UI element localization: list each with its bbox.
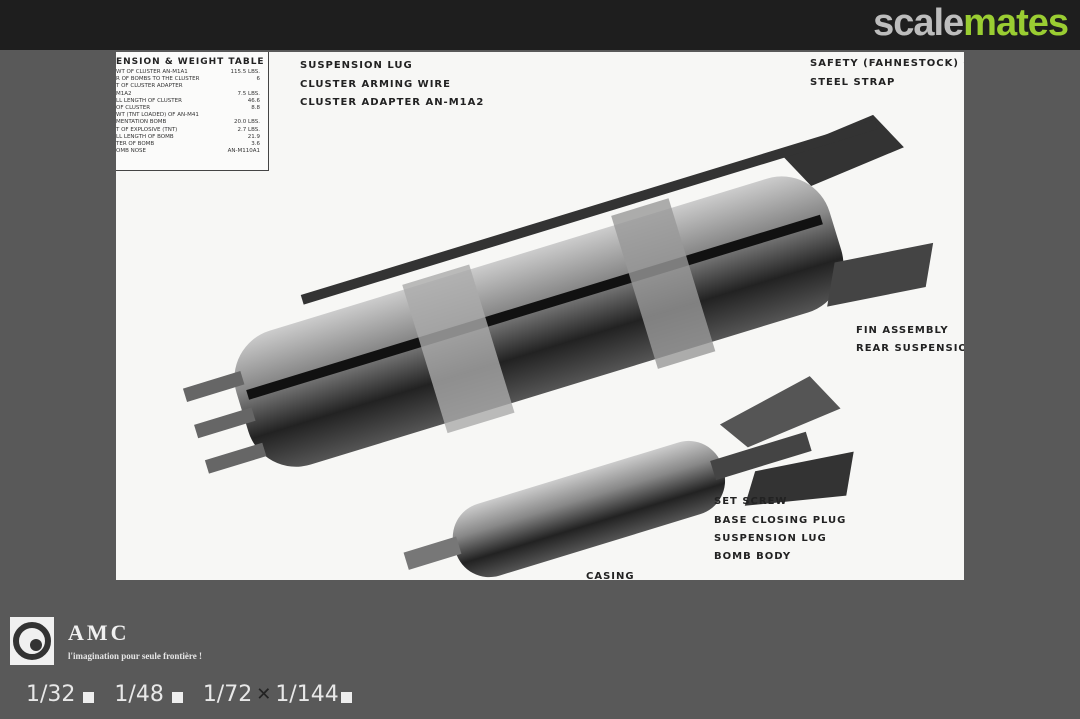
label-safety-clip: SAFETY (FAHNESTOCK) CLIP: [810, 58, 964, 69]
label-suspension-lug: SUSPENSION LUG: [300, 60, 413, 71]
table-row: LL LENGTH OF BOMB 21.9: [116, 134, 268, 141]
table-row: OF CLUSTER 8.8: [116, 105, 268, 112]
table-title: ENSION & WEIGHT TABLE: [116, 57, 265, 67]
table-row: T OF EXPLOSIVE (TNT) 2.7 LBS.: [116, 127, 268, 134]
dimension-weight-table: ENSION & WEIGHT TABLE WT OF CLUSTER AN-M…: [116, 52, 269, 171]
row-value: 3.6: [251, 140, 260, 147]
bomb-cluster-illustration: [182, 114, 934, 578]
row-value: 21.9: [247, 133, 260, 140]
row-value: 6: [256, 76, 261, 83]
row-label: TER OF BOMB: [116, 140, 155, 147]
row-label: T OF EXPLOSIVE (TNT): [116, 126, 178, 133]
table-row: WT (TNT LOADED) OF AN-M41: [116, 112, 268, 119]
scale-1-32[interactable]: 1/32: [26, 682, 95, 707]
label-casing: CASING: [586, 571, 635, 580]
scale-list: 1/32 1/48 1/72✕ 1/144: [26, 682, 372, 707]
top-bar: scalemates: [0, 0, 1080, 50]
label-set-screw: SET SCREW: [714, 496, 788, 507]
row-label: LL LENGTH OF CLUSTER: [116, 97, 182, 104]
label-cluster-adapter: CLUSTER ADAPTER AN-M1A2: [300, 97, 485, 108]
row-value: AN-M110A1: [227, 148, 260, 155]
row-value: 115.5 LBS.: [230, 69, 260, 75]
label-fin-assembly: FIN ASSEMBLY: [856, 325, 949, 336]
checkbox-icon: [83, 692, 95, 703]
table-row: TER OF BOMB 3.6: [116, 141, 268, 148]
label-base-closing-plug: BASE CLOSING PLUG: [714, 515, 847, 526]
row-label: WT OF CLUSTER AN-M1A1: [116, 69, 188, 75]
row-label: OMB NOSE: [116, 148, 147, 155]
table-row: T OF CLUSTER ADAPTER: [116, 83, 268, 90]
scale-1-48[interactable]: 1/48: [114, 682, 183, 707]
table-row: OMB NOSE AN-M110A1: [116, 148, 268, 155]
scalemates-logo[interactable]: scalemates: [873, 2, 1069, 44]
label-suspension-lug-bomb: SUSPENSION LUG: [714, 533, 827, 544]
row-label: OF CLUSTER: [116, 104, 151, 111]
row-label: T OF CLUSTER ADAPTER: [116, 83, 183, 90]
label-steel-strap: STEEL STRAP: [810, 77, 896, 88]
row-label: R OF BOMBS TO THE CLUSTER: [116, 76, 200, 83]
brand-tagline: l'imagination pour seule frontière !: [68, 651, 202, 661]
row-label: M1A2: [116, 90, 132, 97]
row-value: 7.5 LBS.: [237, 90, 260, 97]
amc-logo-icon: [10, 617, 54, 665]
row-label: WT (TNT LOADED) OF AN-M41: [116, 112, 199, 119]
table-row: WT OF CLUSTER AN-M1A1 115.5 LBS.: [116, 69, 268, 76]
row-value: 8.8: [251, 104, 260, 111]
row-label: MENTATION BOMB: [116, 119, 167, 126]
table-row: M1A2 7.5 LBS.: [116, 91, 268, 98]
label-cluster-arming-wire: CLUSTER ARMING WIRE: [300, 79, 451, 90]
checkbox-icon: [171, 692, 183, 703]
table-row: MENTATION BOMB 20.0 LBS.: [116, 119, 268, 126]
row-value: 20.0 LBS.: [234, 119, 260, 126]
label-rear-suspension: REAR SUSPENSION: [856, 343, 964, 354]
brand-name: AMC: [68, 620, 130, 645]
scale-1-72[interactable]: 1/72✕: [202, 682, 272, 707]
checkbox-icon: [340, 692, 352, 703]
scale-1-144[interactable]: 1/144: [275, 682, 352, 707]
row-value: 46.6: [247, 97, 260, 104]
row-value: 2.7 LBS.: [237, 126, 260, 133]
row-label: LL LENGTH OF BOMB: [116, 133, 174, 140]
product-image: ENSION & WEIGHT TABLE WT OF CLUSTER AN-M…: [116, 52, 964, 580]
label-bomb-body: BOMB BODY: [714, 551, 792, 562]
table-row: R OF BOMBS TO THE CLUSTER 6: [116, 76, 268, 83]
table-row: LL LENGTH OF CLUSTER 46.6: [116, 98, 268, 105]
checked-x-icon: ✕: [256, 684, 272, 705]
